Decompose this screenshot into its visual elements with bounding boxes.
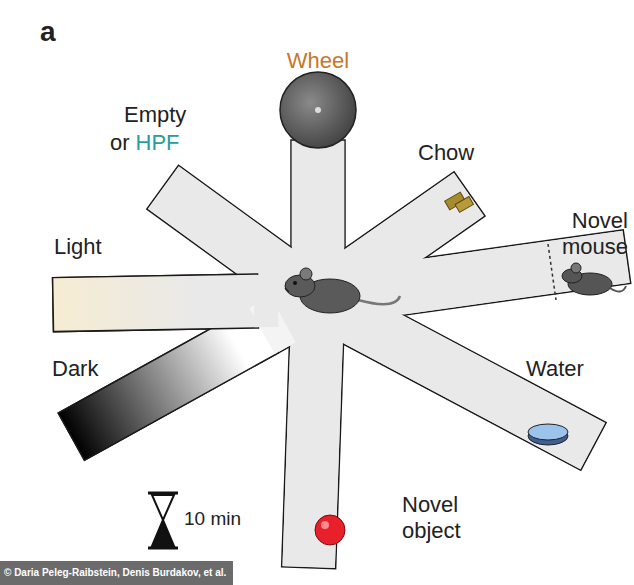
panel-letter: a — [40, 16, 56, 48]
arm-label: Novel object — [402, 492, 482, 544]
ball-highlight — [321, 521, 329, 529]
maze-arm-fills — [53, 141, 630, 568]
running-wheel — [280, 72, 356, 148]
credit-watermark: © Daria Peleg-Raibstein, Denis Burdakov,… — [4, 566, 226, 580]
wheel-axle — [315, 107, 321, 113]
arm-label: Water — [526, 356, 584, 382]
novel-mouse-figure — [562, 263, 626, 295]
novel-object-ball — [315, 515, 345, 545]
arm-label: Empty — [124, 102, 186, 128]
maze-arm — [53, 274, 259, 332]
hourglass-icon — [148, 493, 178, 548]
duration-label: 10 min — [184, 506, 241, 532]
arm-label: Novel mouse — [538, 208, 628, 260]
chow-pellets — [445, 192, 474, 212]
arm-label: HPF — [136, 130, 180, 155]
arm-joint-fill — [254, 275, 279, 328]
arm-label: or — [110, 130, 130, 155]
maze-arm-outlines — [53, 140, 631, 569]
arm-label: Wheel — [287, 48, 349, 74]
subject-mouse-figure — [285, 268, 400, 313]
water-dish — [528, 424, 568, 445]
arm-label: Light — [54, 234, 102, 260]
label-line: orHPF — [110, 130, 180, 156]
arm-label: Dark — [52, 356, 98, 382]
arm-label: Chow — [418, 140, 474, 166]
mesh-divider — [548, 244, 556, 300]
credit-bar — [0, 561, 233, 585]
